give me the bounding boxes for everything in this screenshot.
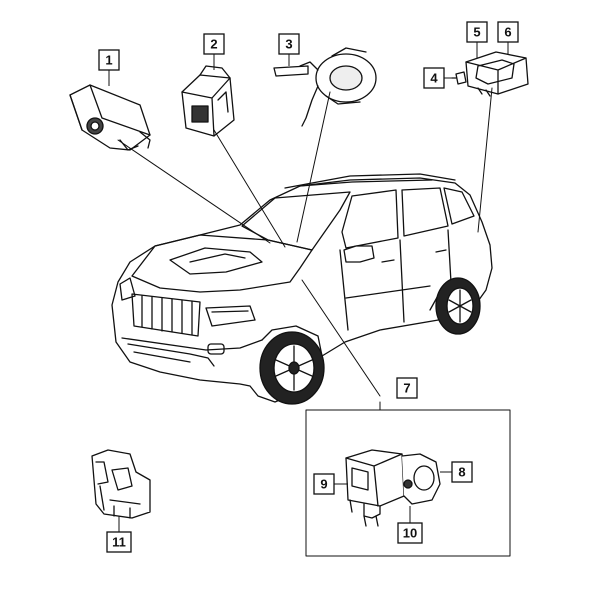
callout-connectors <box>108 42 509 532</box>
component-1-module <box>69 84 151 151</box>
callout-2-label: 2 <box>210 37 217 52</box>
component-7-assembly <box>345 449 441 527</box>
callout-2: 2 <box>203 33 225 55</box>
callout-7-label: 7 <box>403 381 410 396</box>
callout-8-label: 8 <box>458 465 465 480</box>
callout-8: 8 <box>451 461 473 483</box>
component-5-6-control-module <box>465 51 529 97</box>
callout-5-label: 5 <box>473 25 480 40</box>
callout-7: 7 <box>396 377 418 399</box>
component-2-switch-block <box>181 65 235 137</box>
callout-10: 10 <box>397 522 423 544</box>
callout-5: 5 <box>466 21 488 43</box>
callout-3-label: 3 <box>285 37 292 52</box>
callout-6: 6 <box>497 21 519 43</box>
leader-lines <box>117 87 493 411</box>
rear-wheel <box>435 277 481 335</box>
callout-4-label: 4 <box>430 71 438 86</box>
component-3-clockspring <box>273 47 377 127</box>
component-11-bracket <box>91 449 151 519</box>
callout-9-label: 9 <box>320 477 327 492</box>
callout-3: 3 <box>278 33 300 55</box>
callout-6-label: 6 <box>504 25 511 40</box>
callout-9: 9 <box>313 473 335 495</box>
callout-1-label: 1 <box>105 53 112 68</box>
callout-labels: 1 2 3 4 5 6 7 8 <box>98 21 519 553</box>
component-4-connector <box>451 71 467 85</box>
callout-1: 1 <box>98 49 120 71</box>
assembly-7-frame <box>305 409 511 557</box>
callout-11-label: 11 <box>112 535 126 550</box>
front-wheel <box>259 331 325 405</box>
callout-10-label: 10 <box>403 526 417 541</box>
callout-4: 4 <box>423 67 445 89</box>
callout-11: 11 <box>106 531 132 553</box>
